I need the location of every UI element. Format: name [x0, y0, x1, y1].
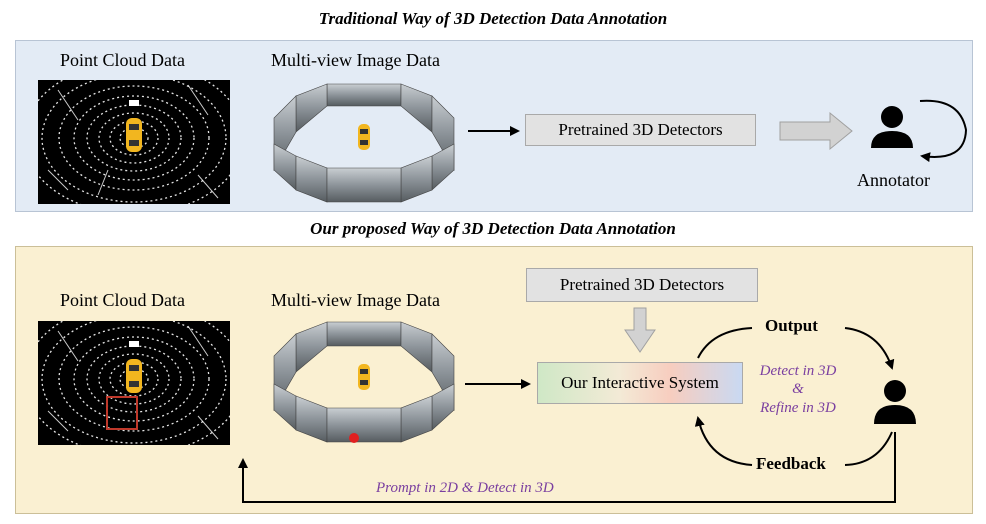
prompt-label: Prompt in 2D & Detect in 3D: [376, 480, 554, 496]
traditional-detector-box: Pretrained 3D Detectors: [525, 114, 756, 146]
output-label: Output: [765, 316, 818, 335]
traditional-multiview-label: Multi-view Image Data: [271, 50, 440, 70]
prompt-loop-arrow: [238, 432, 896, 503]
feedback-curve-right: [844, 431, 893, 466]
proposed-title: Our proposed Way of 3D Detection Data An…: [310, 219, 676, 238]
output-curve-left: [697, 327, 753, 359]
traditional-multiview-image: [272, 82, 456, 204]
output-curve-right: [844, 327, 895, 370]
prompt-point: [349, 433, 359, 443]
detect-label: Detect in 3D: [759, 363, 837, 379]
proposed-multiview-label: Multi-view Image Data: [271, 290, 440, 310]
highlight-box: [106, 396, 138, 430]
gray-arrow-icon: [779, 111, 853, 151]
amp-label: &: [792, 381, 804, 397]
feedback-curve-left: [694, 416, 753, 466]
person-icon: [874, 380, 916, 424]
proposed-multiview-image: [272, 320, 456, 444]
gray-down-arrow-icon: [624, 307, 656, 353]
cycle-arrow-icon: [919, 99, 968, 163]
traditional-point-cloud-label: Point Cloud Data: [60, 50, 185, 70]
proposed-point-cloud-image: [38, 321, 230, 445]
refine-label: Refine in 3D: [760, 400, 836, 416]
proposed-point-cloud-label: Point Cloud Data: [60, 290, 185, 310]
traditional-title: Traditional Way of 3D Detection Data Ann…: [318, 9, 668, 28]
person-icon: [871, 106, 913, 148]
proposed-detector-box: Pretrained 3D Detectors: [526, 268, 758, 302]
annotator-label: Annotator: [857, 170, 930, 190]
interactive-system-box: Our Interactive System: [537, 362, 743, 404]
traditional-point-cloud-image: [38, 80, 230, 204]
feedback-label: Feedback: [756, 454, 826, 473]
